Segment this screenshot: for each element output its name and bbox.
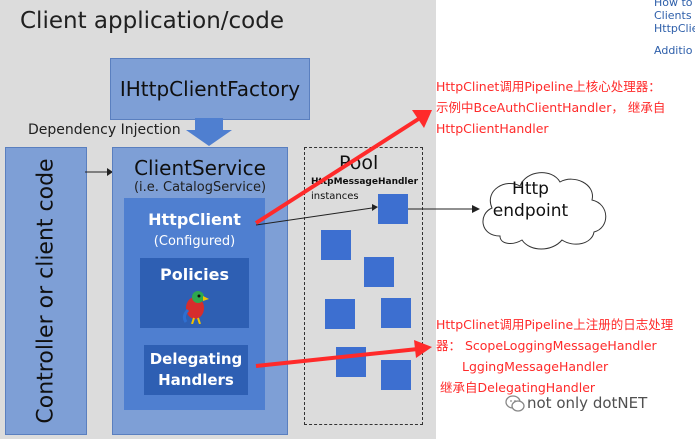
client-service-subtitle: (i.e. CatalogService) — [133, 180, 267, 195]
diagram-title: Client application/code — [20, 8, 284, 34]
handler-to-endpoint-arrowhead — [472, 205, 480, 213]
annotation-bottom-arrowhead — [414, 340, 432, 358]
policies-box: Policies — [140, 258, 249, 328]
delegating-label-line1: Delegating — [149, 350, 243, 368]
httpclient-to-handler-arrowhead — [372, 204, 378, 211]
handler-instance — [381, 298, 411, 328]
client-service-title: ClientService — [134, 156, 266, 180]
handler-instance — [364, 257, 394, 287]
handler-instance — [336, 347, 366, 377]
delegating-label-line2: Handlers — [158, 371, 234, 389]
annotation-bottom: HttpClinet调用Pipeline上注册的日志处理 器： ScopeLog… — [436, 314, 673, 398]
http-endpoint-label: Http endpoint — [478, 178, 583, 222]
watermark-text: not only dotNET — [527, 394, 648, 412]
cloud-shape — [482, 172, 607, 250]
annotation-bottom-line1: HttpClinet调用Pipeline上注册的日志处理 — [436, 317, 674, 332]
parrot-icon — [182, 291, 209, 324]
annotation-top-line1: HttpClinet调用Pipeline上核心处理器： — [436, 79, 661, 94]
annotation-top: HttpClinet调用Pipeline上核心处理器： 示例中BceAuthCl… — [436, 76, 665, 139]
policies-label: Policies — [159, 265, 230, 284]
handler-instance — [381, 360, 411, 390]
corner-link-3[interactable]: HttpClie — [654, 22, 695, 35]
wechat-icon — [505, 395, 525, 412]
delegating-handlers-box: Delegating Handlers — [144, 345, 248, 395]
pool-subtitle-handler: HttpMessageHandler — [311, 177, 419, 187]
pool-subtitle-instances: instances — [311, 191, 359, 202]
handler-instance — [321, 230, 351, 260]
endpoint-line2: endpoint — [492, 201, 569, 221]
dependency-injection-arrow — [186, 118, 232, 146]
pool-title: Pool — [339, 152, 379, 174]
handler-instance — [378, 194, 408, 224]
corner-link-2[interactable]: Clients v — [654, 9, 695, 22]
annotation-bottom-line2: 器： ScopeLoggingMessageHandler — [436, 338, 657, 353]
annotation-bottom-line4: 继承自DelegatingHandler — [440, 380, 596, 395]
corner-link-1[interactable]: How to — [654, 0, 693, 9]
endpoint-line1: Http — [512, 179, 549, 199]
ihttpclientfactory-box: IHttpClientFactory — [110, 58, 310, 120]
annotation-top-line2: 示例中BceAuthClientHandler， 继承自 — [436, 100, 666, 115]
httpclient-to-handler-line — [255, 207, 373, 226]
annotation-bottom-line3: LggingMessageHandler — [462, 359, 609, 374]
annotation-bottom-arrow — [255, 347, 419, 368]
dependency-injection-label: Dependency Injection — [28, 122, 181, 138]
httpclient-subtitle: (Configured) — [153, 234, 236, 249]
annotation-top-arrowhead — [412, 110, 432, 128]
annotation-top-arrow — [254, 116, 422, 225]
handler-instance — [325, 299, 355, 329]
corner-link-4[interactable]: Additio — [654, 44, 693, 57]
pool-box: Pool HttpMessageHandler instances — [304, 147, 423, 425]
httpclient-title: HttpClient — [148, 210, 241, 229]
ihttpclientfactory-label: IHttpClientFactory — [119, 77, 301, 101]
controller-to-service-arrow — [85, 168, 113, 176]
annotation-top-line3: HttpClientHandler — [436, 121, 549, 136]
httpclient-box: HttpClient (Configured) Policies Delegat… — [124, 198, 265, 410]
controller-box: Controller or client code — [5, 147, 87, 435]
